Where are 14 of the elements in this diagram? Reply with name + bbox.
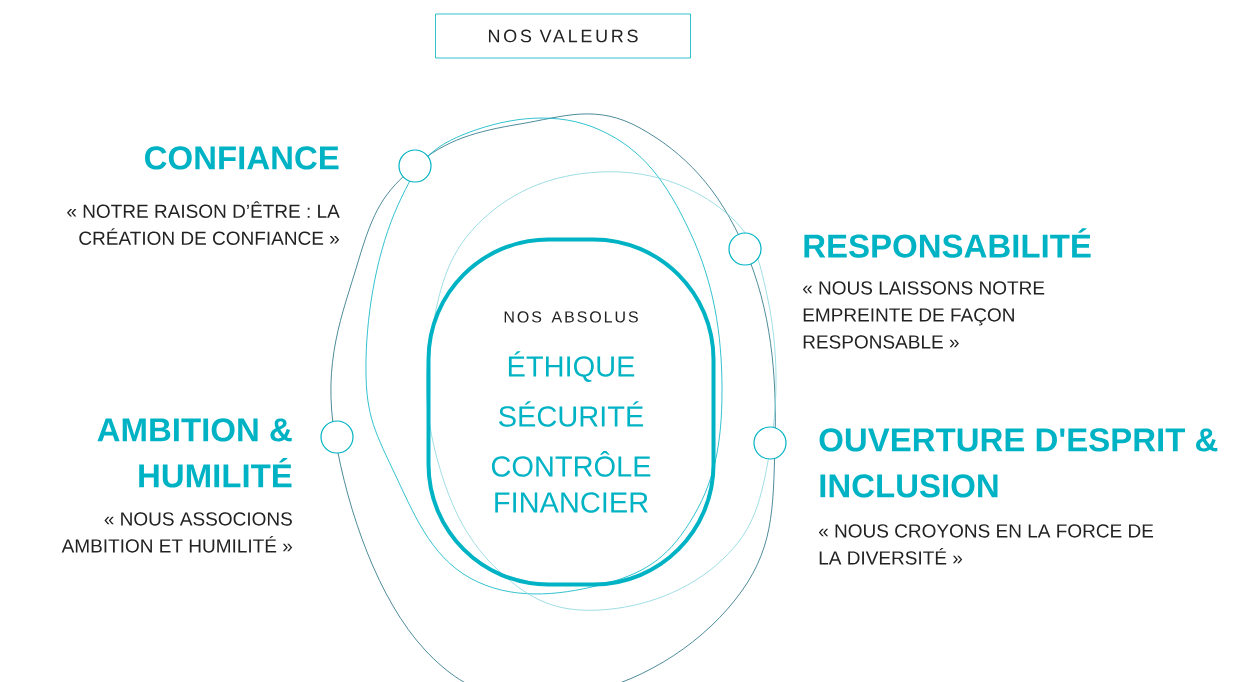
quote-text: « NOUS LAISSONS NOTRE EMPREINTE DE FAÇON RESPONSABLE » bbox=[803, 281, 1045, 349]
value-heading: CONFIANCE bbox=[145, 146, 339, 170]
quote-text: « NOUS ASSOCIONS AMBITION ET HUMILITÉ » bbox=[61, 512, 293, 553]
core-loop: NOS ABSOLUS ÉTHIQUE SÉCURITÉ CONTRÔLE FINANCIER bbox=[426, 237, 716, 587]
marker-circle bbox=[320, 420, 354, 454]
title-box: NOS VALEURS bbox=[435, 13, 691, 59]
marker-circle bbox=[398, 149, 432, 183]
quote-text: « NOUS CROYONS EN LA FORCE DE LA DIVERSITÉ » bbox=[819, 524, 1154, 565]
quote-text: « NOTRE RAISON D’ÊTRE : LA CRÉATION DE CONFIANCE » bbox=[67, 201, 340, 245]
value-heading: OUVERTURE D'ESPRIT & INCLUSION bbox=[819, 428, 1218, 498]
value-heading: RESPONSABILITÉ bbox=[804, 228, 1091, 258]
value-heading: AMBITION & HUMILITÉ bbox=[97, 418, 292, 488]
marker-circle bbox=[753, 426, 787, 460]
marker-circle bbox=[728, 232, 762, 266]
